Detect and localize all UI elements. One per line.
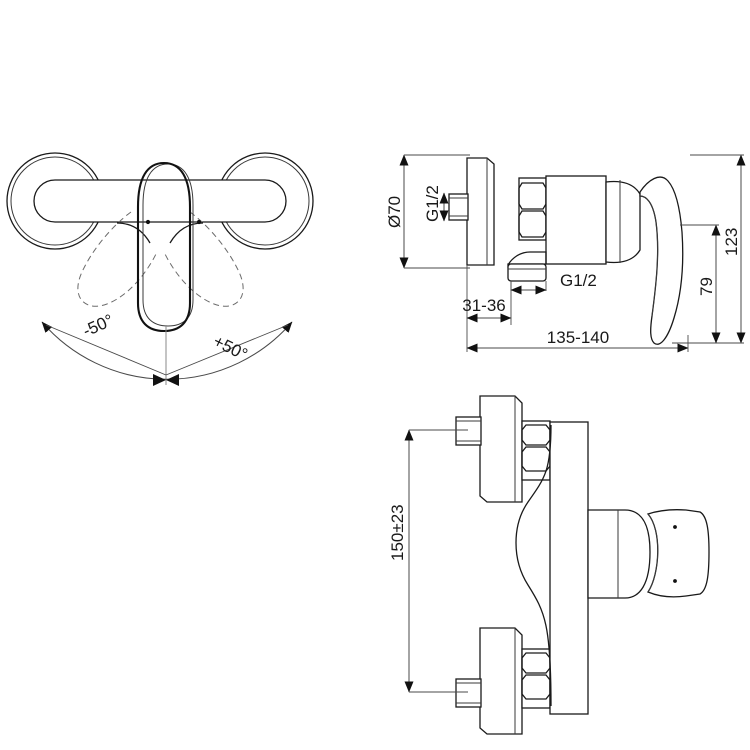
dim-wall-offset: 31-36 [462, 265, 512, 325]
lever-paddle-plan [646, 508, 710, 598]
side-elevation-view: Ø70 G1/2 31-36 G1/2 135-140 [385, 154, 746, 353]
dim-label-d70: Ø70 [385, 196, 404, 228]
dim-label-135-140: 135-140 [547, 328, 609, 347]
inlet-pipe-stub [448, 193, 469, 221]
dim-rosette-diameter: Ø70 [385, 154, 470, 269]
body-plate-plan [549, 421, 589, 715]
angle-leg-left [45, 324, 167, 376]
cartridge-barrel [545, 175, 607, 265]
lever-swing-dashed-left [77, 211, 157, 307]
cartridge-barrel-plan [587, 509, 651, 599]
paddle-dot-top [673, 525, 677, 529]
dim-outlet-thread: G1/2 [510, 271, 597, 295]
dim-lever-height: 123 [672, 154, 746, 344]
handle-dot-left [145, 219, 151, 225]
mixer-body-bar [33, 179, 287, 223]
dim-label-g12-inlet: G1/2 [423, 185, 442, 222]
rosette-plate-side [466, 157, 495, 266]
outlet-boss [507, 251, 547, 282]
dim-inlet-thread: G1/2 [423, 185, 449, 222]
lever-swing-dashed-right [164, 211, 244, 307]
lever-handle-side [639, 176, 684, 345]
lower-inlet-assembly [455, 627, 551, 735]
dim-inlet-centers: 150±23 [388, 429, 468, 693]
dim-label-31-36: 31-36 [462, 296, 505, 315]
body-sweep-curve [515, 424, 552, 707]
dim-outlet-height: 79 [680, 224, 721, 344]
front-view-handle-swing: -50° +50° [6, 152, 314, 386]
lever-neck [605, 180, 641, 264]
angle-vertex-arrows [153, 374, 179, 386]
dim-label-79: 79 [697, 277, 716, 296]
paddle-dot-bottom [673, 579, 677, 583]
hex-union-nut [518, 177, 547, 241]
dim-label-123: 123 [722, 228, 741, 256]
handle-dot-right [196, 219, 202, 225]
dim-overall-depth: 135-140 [466, 325, 689, 353]
lower-hex-nut [521, 648, 551, 709]
angle-leg-right [165, 324, 289, 376]
angle-arc [41, 321, 293, 380]
upper-inlet-assembly [455, 395, 551, 503]
dim-label-g12-outlet: G1/2 [560, 271, 597, 290]
bottom-plan-view: 150±23 [388, 395, 710, 735]
dim-label-150-23: 150±23 [388, 504, 407, 561]
